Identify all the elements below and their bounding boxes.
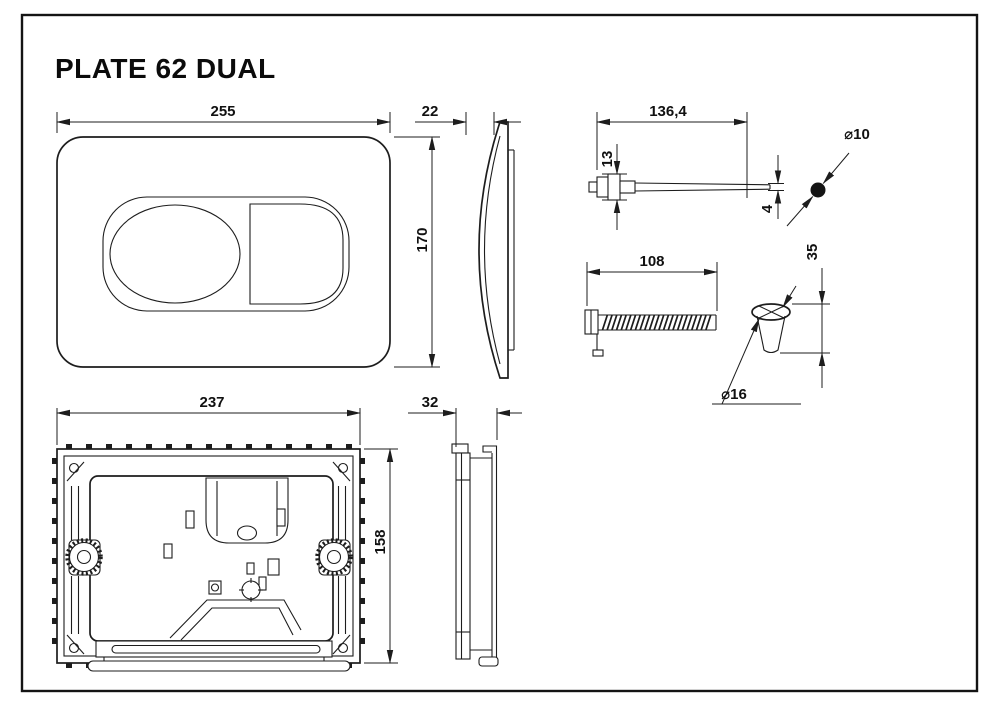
pin-view: ⌀10: [786, 126, 870, 227]
dim-frame-depth: 32: [408, 394, 522, 447]
dim-plate-width-label: 255: [210, 103, 235, 120]
dim-rack-length: 108: [586, 253, 718, 311]
push-rod-boss: [239, 578, 263, 602]
dim-plate-depth-label: 22: [422, 103, 439, 120]
cone-view: [751, 303, 791, 354]
plate-front-view: [56, 136, 391, 368]
dim-rod-tip: 4: [759, 155, 784, 219]
latch-block: [208, 580, 222, 595]
left-flush-button: [109, 204, 241, 304]
dim-frame-width-label: 237: [199, 394, 224, 411]
dim-frame-width: 237: [56, 394, 361, 445]
dim-pin-diameter-label: ⌀10: [844, 126, 870, 143]
dim-cone-height-label: 35: [804, 244, 821, 261]
dim-rod-tip-label: 4: [759, 204, 776, 213]
dim-plate-depth: 22: [415, 103, 521, 135]
adjuster-dial-right: [315, 538, 353, 576]
dim-frame-height-label: 158: [372, 529, 389, 554]
dim-plate-height-label: 170: [414, 227, 431, 252]
pull-rod-view: [588, 173, 771, 201]
page-title: PLATE 62 DUAL: [55, 53, 276, 84]
pin-section: [810, 182, 826, 198]
dim-frame-height: 158: [364, 448, 398, 664]
rack-view: [584, 309, 717, 357]
dim-rack-length-label: 108: [639, 253, 664, 270]
dim-rod-length-label: 136,4: [649, 103, 687, 120]
page-border: [20, 13, 979, 693]
plate-outline: [56, 136, 391, 368]
adjuster-dial-left: [65, 538, 103, 576]
frame-side-view: [451, 443, 499, 667]
dim-cone-diameter: ⌀16: [712, 285, 801, 405]
dim-plate-width: 255: [56, 103, 391, 133]
button-recess: [102, 196, 350, 312]
dim-cone-height: 35: [780, 244, 830, 388]
plate-side-view: [478, 121, 515, 379]
dim-rod-length: 136,4: [596, 103, 748, 198]
dim-rod-clevis-label: 13: [599, 151, 616, 168]
dim-cone-diameter-label: ⌀16: [721, 386, 747, 403]
dim-frame-depth-label: 32: [422, 394, 439, 411]
frame-outline: [56, 448, 361, 664]
frame-back-view: [52, 444, 365, 672]
dim-rod-clevis: 13: [599, 144, 627, 230]
right-flush-button: [249, 203, 344, 305]
dim-plate-height: 170: [394, 136, 440, 368]
